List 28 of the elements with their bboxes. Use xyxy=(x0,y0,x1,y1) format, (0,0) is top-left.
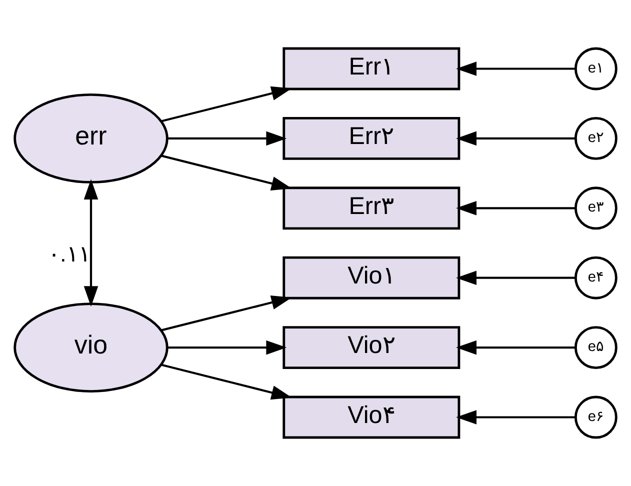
node-box: Vio۱ xyxy=(282,256,460,300)
arrow xyxy=(160,295,292,332)
node-circle: e۳ xyxy=(574,186,618,230)
node-circle: e۵ xyxy=(574,326,618,370)
node-box: Vio۲ xyxy=(282,326,460,370)
arrow xyxy=(456,410,576,424)
node-circle: e۲ xyxy=(574,116,618,160)
arrow xyxy=(160,154,292,191)
arrow xyxy=(84,179,98,307)
arrow xyxy=(168,340,287,355)
edge-label: ۰.۱۱ xyxy=(48,240,90,267)
arrow xyxy=(160,364,292,400)
arrow xyxy=(456,62,576,76)
arrow xyxy=(456,201,576,216)
arrow xyxy=(168,131,287,146)
node-ellipse: err xyxy=(14,93,168,184)
node-ellipse: vio xyxy=(14,302,168,393)
arrow xyxy=(456,340,576,355)
node-circle: e۴ xyxy=(574,256,618,300)
node-box: Err۱ xyxy=(282,47,460,90)
node-box: Err۲ xyxy=(282,116,460,160)
arrow xyxy=(456,131,576,146)
node-box: Err۳ xyxy=(282,186,460,230)
node-circle: e۱ xyxy=(574,47,618,90)
node-circle: e۶ xyxy=(574,396,618,439)
arrow xyxy=(160,86,292,122)
arrow xyxy=(456,270,576,285)
node-box: Vio۴ xyxy=(282,396,460,439)
